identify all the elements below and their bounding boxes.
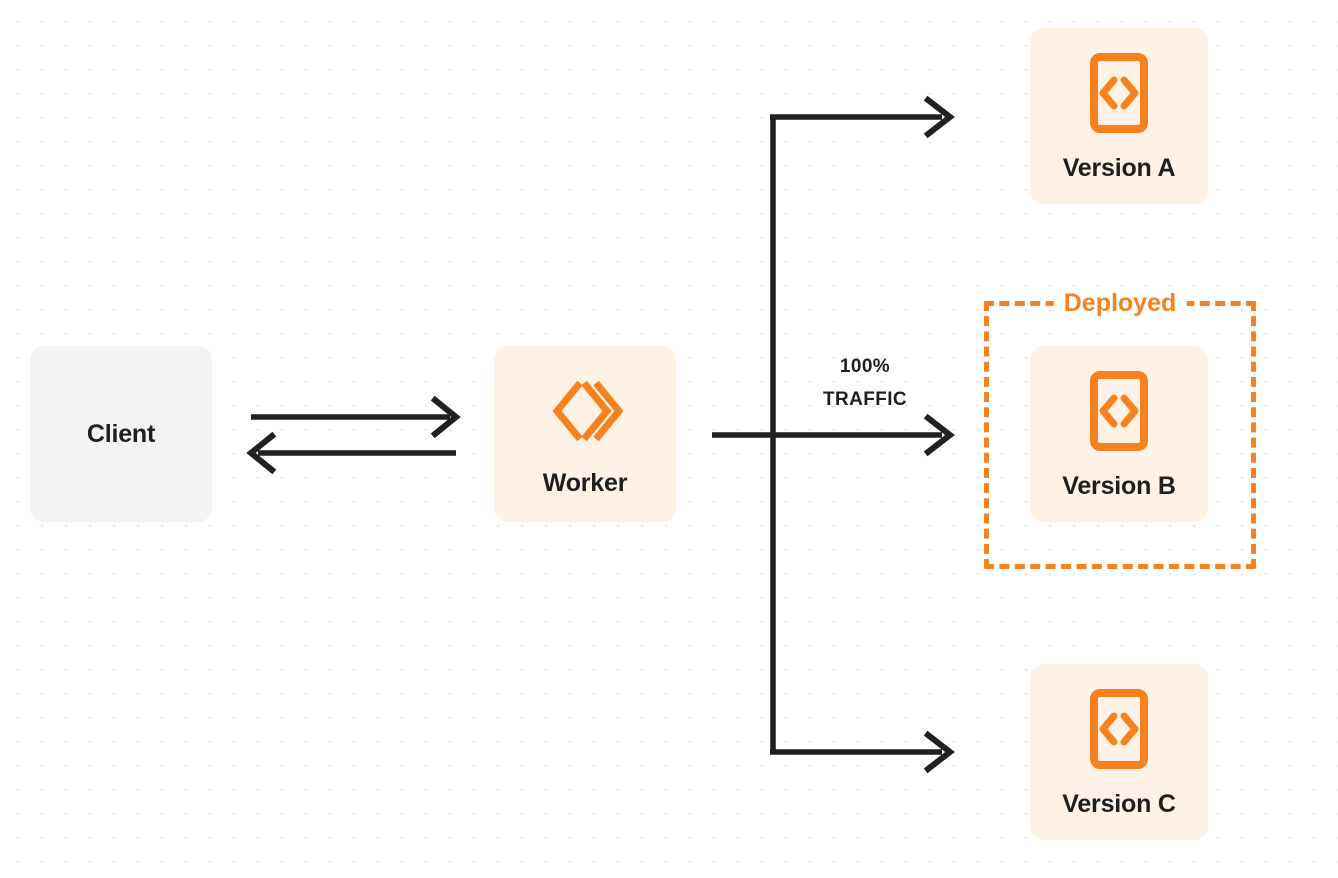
deployed-group-frame: Deployed <box>984 288 1256 569</box>
node-version-b[interactable]: Version B <box>1030 346 1208 522</box>
arrow-worker-to-version-b <box>712 413 955 457</box>
node-version-c[interactable]: Version C <box>1030 664 1208 840</box>
node-worker[interactable]: Worker <box>494 346 676 522</box>
traffic-percent-value: 100% <box>839 356 891 377</box>
arrow-worker-to-client <box>246 431 456 475</box>
traffic-word-label: TRAFFIC <box>822 389 908 411</box>
cloudflare-workers-logo-icon <box>547 373 623 449</box>
traffic-annotation: 100% TRAFFIC <box>790 350 940 417</box>
code-file-icon <box>1089 52 1149 134</box>
arrow-client-to-worker <box>251 395 461 439</box>
node-version-b-label: Version B <box>1062 471 1176 500</box>
node-client[interactable]: Client <box>30 346 212 522</box>
node-version-a-label: Version A <box>1062 153 1176 182</box>
node-client-label: Client <box>86 419 156 448</box>
arrow-worker-to-version-c <box>770 730 955 774</box>
deployed-badge-label: Deployed <box>1053 288 1187 318</box>
code-file-icon <box>1089 370 1149 452</box>
node-worker-label: Worker <box>542 468 628 497</box>
arrow-worker-to-version-a <box>770 95 955 139</box>
code-file-icon <box>1089 688 1149 770</box>
node-version-c-label: Version C <box>1062 789 1176 818</box>
node-version-a[interactable]: Version A <box>1030 28 1208 204</box>
